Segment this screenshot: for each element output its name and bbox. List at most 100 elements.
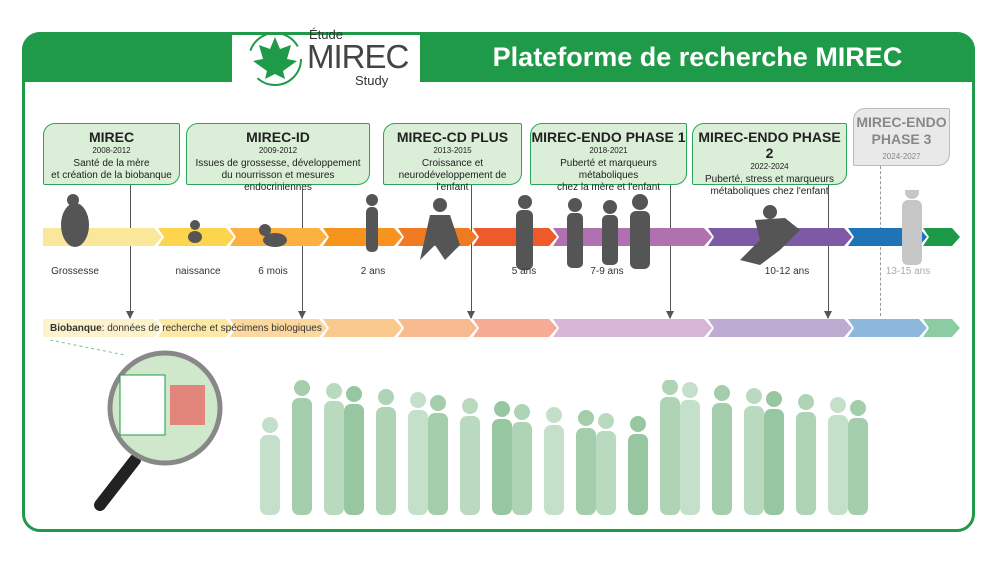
study-desc: Puberté et marqueurs métaboliques [560,158,657,181]
person-head [262,417,278,433]
study-years: 2022-2024 [750,162,789,171]
person-head [682,382,698,398]
person-body [596,431,616,515]
study-name: MIREC-ID [246,129,310,145]
person-head [514,404,530,420]
person-body [828,415,848,515]
person-head [850,400,866,416]
person-head [462,398,478,414]
person-head [714,385,730,401]
arrow-to-biobank [666,185,674,319]
age-label: 13-15 ans [885,266,931,277]
timeline-segment [473,319,557,337]
timeline-segment [43,319,162,337]
timeline-segment [923,319,960,337]
header-bar-left [22,32,232,82]
study-name: MIREC-CD PLUS [396,129,509,145]
study-desc: Puberté, stress et marqueurs [705,174,834,185]
timeline-segment [553,319,712,337]
study-name: MIREC-ENDO [856,114,947,130]
person-body [460,416,480,515]
study-desc: neurodéveloppement de l'enfant [398,170,507,193]
person-head [326,383,342,399]
timeline-segment [230,319,327,337]
timeline-segment [473,228,557,246]
person-body [712,403,732,515]
study-name: MIREC-ENDO PHASE 1 [531,129,686,145]
person-body [796,412,816,515]
study-years: 2024-2027 [882,152,921,161]
person-head [294,380,310,396]
logo-etude: Étude [309,27,343,42]
page-title: Plateforme de recherche MIREC [420,32,975,82]
person-body [492,419,512,515]
age-label: 6 mois [258,266,288,277]
person-body [848,418,868,515]
person-head [746,388,762,404]
person-head [630,416,646,432]
study-name: MIREC-ENDO PHASE 2 [698,129,841,161]
person-head [578,410,594,426]
timeline-segment [323,319,402,337]
person-head [598,413,614,429]
study-years: 2018-2021 [589,146,628,155]
age-label: 5 ans [511,266,537,277]
person-body [628,434,648,515]
age-label: Grossesse [51,266,99,277]
study-desc: Issues de grossesse, développement [195,158,361,169]
study-name: PHASE 3 [871,131,932,147]
biobank-title: Biobanque [50,323,102,334]
timeline-segment [848,319,927,337]
timeline-segment [398,319,477,337]
person-body [544,425,564,515]
study-desc: Croissance et [421,158,484,169]
mirec-logo: Étude MIREC Study [245,27,409,90]
study-box-endo-phase-1: MIREC-ENDO PHASE 1 2018-2021 Puberté et … [530,123,687,193]
arrow-to-biobank [126,185,134,319]
study-name: MIREC [88,129,135,145]
person-head [546,407,562,423]
arrow-to-biobank [298,185,306,319]
study-desc: et création de la biobanque [51,170,172,181]
study-box-mirec-id: MIREC-ID 2009-2012 Issues de grossesse, … [186,123,370,193]
person-head [662,380,678,395]
timeline-segment [323,228,402,246]
person-head [346,386,362,402]
age-label: 2 ans [360,266,386,277]
study-box-endo-phase-2: MIREC-ENDO PHASE 2 2022-2024 Puberté, st… [692,123,847,197]
study-years: 2009-2012 [258,146,298,155]
magnifier-biobank-illustration [49,340,223,511]
person-head [430,395,446,411]
person-body [344,404,364,515]
person-head [830,397,846,413]
person-head [378,389,394,405]
study-desc: métaboliques chez l'enfant [710,186,829,197]
study-years: 2013-2015 [433,146,472,155]
study-desc: du nourrisson et mesures endocriniennes [221,170,335,193]
logo-mirec: MIREC [307,38,409,75]
person-body [764,409,784,515]
person-head [766,391,782,407]
biobank-desc: : données de recherche et spécimens biol… [101,323,322,334]
maple-leaf-icon [248,32,302,86]
person-body [680,400,700,515]
study-years: 2008-2012 [92,146,131,155]
person-body [376,407,396,515]
timeline-segment [923,228,960,246]
crowd-silhouettes [260,380,868,515]
logo-study: Study [355,73,389,88]
person-body [324,401,344,515]
age-label: 10-12 ans [764,266,810,277]
age-label: naissance [175,266,221,277]
person-body [292,398,312,515]
person-body [660,397,680,515]
child-silhouettes [61,190,922,270]
person-body [428,413,448,515]
person-body [260,435,280,515]
person-body [576,428,596,515]
study-desc: Santé de la mère [73,158,150,169]
biobank-label: Biobanque: données de recherche et spéci… [50,323,322,334]
